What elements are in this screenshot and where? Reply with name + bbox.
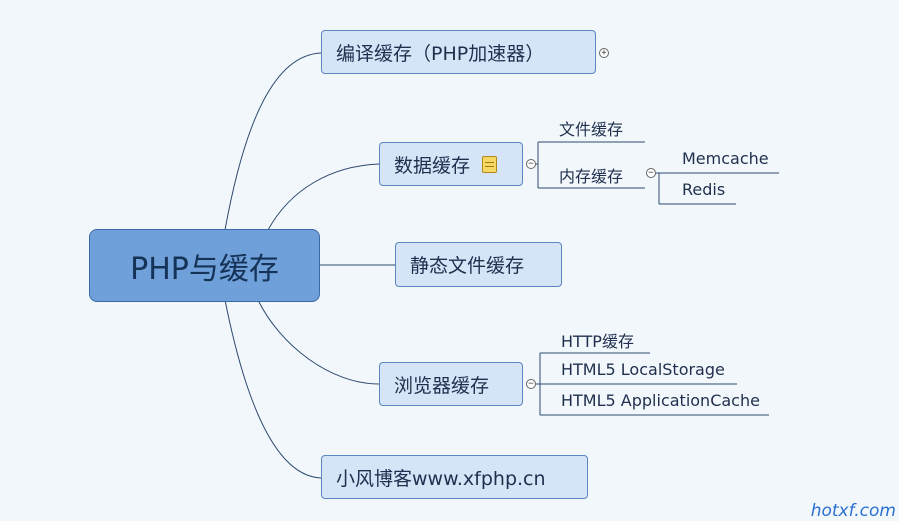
branch-static-label: 静态文件缓存 xyxy=(410,255,525,277)
branch-compile-label: 编译缓存（PHP加速器） xyxy=(336,42,545,65)
branch-blog[interactable]: 小风博客www.xfphp.cn xyxy=(321,455,588,499)
branch-data-cache[interactable]: 数据缓存 xyxy=(379,142,523,186)
leaf-html5-localstorage[interactable]: HTML5 LocalStorage xyxy=(561,360,725,379)
root-node[interactable]: PHP与缓存 xyxy=(89,229,320,302)
watermark: hotxf.com xyxy=(810,501,896,521)
leaf-html5-applicationcache[interactable]: HTML5 ApplicationCache xyxy=(561,391,760,410)
collapse-toggle-icon[interactable]: − xyxy=(526,379,536,389)
leaf-memcache[interactable]: Memcache xyxy=(682,149,769,168)
expand-toggle-icon[interactable]: + xyxy=(599,48,609,58)
branch-blog-label: 小风博客www.xfphp.cn xyxy=(336,467,546,490)
collapse-toggle-icon[interactable]: − xyxy=(646,168,656,178)
collapse-toggle-icon[interactable]: − xyxy=(526,159,536,169)
branch-compile-cache[interactable]: 编译缓存（PHP加速器） xyxy=(321,30,596,74)
branch-browser-cache[interactable]: 浏览器缓存 xyxy=(379,362,523,406)
leaf-memory-cache[interactable]: 内存缓存 xyxy=(559,167,624,186)
root-label: PHP与缓存 xyxy=(130,251,279,287)
branch-data-label: 数据缓存 xyxy=(394,154,471,177)
leaf-http-cache[interactable]: HTTP缓存 xyxy=(561,332,634,351)
leaf-file-cache[interactable]: 文件缓存 xyxy=(559,120,624,139)
branch-static-file-cache[interactable]: 静态文件缓存 xyxy=(395,242,562,287)
note-icon[interactable] xyxy=(482,155,498,173)
branch-browser-label: 浏览器缓存 xyxy=(394,374,490,397)
leaf-redis[interactable]: Redis xyxy=(682,180,726,199)
